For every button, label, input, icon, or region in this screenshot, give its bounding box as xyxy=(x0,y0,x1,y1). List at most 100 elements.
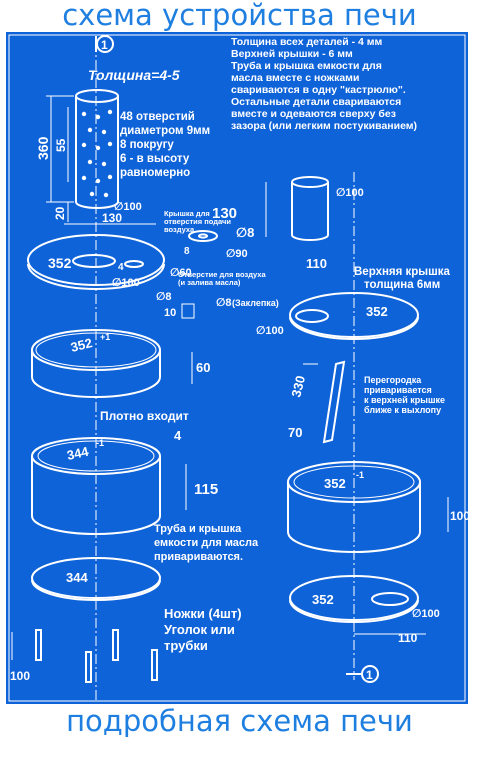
svg-text:Ножки (4шт): Ножки (4шт) xyxy=(164,606,242,621)
dim-60-ring: 60 xyxy=(196,360,210,375)
dim-130-cover: 130 xyxy=(212,205,237,222)
right-bottom-disc xyxy=(289,575,419,623)
svg-text:емкости для масла: емкости для масла xyxy=(154,537,259,549)
diagram-sheet: 1 Толщина=4-5 Толщина всех деталей - 4 м… xyxy=(6,32,468,704)
svg-text:толщина 6мм: толщина 6мм xyxy=(364,279,440,291)
ring-352 xyxy=(31,329,161,398)
dim-90-cover: ∅90 xyxy=(226,248,248,260)
exhaust-pipe xyxy=(291,176,329,241)
svg-text:55: 55 xyxy=(54,138,68,152)
svg-text:равномерно: равномерно xyxy=(120,167,190,179)
lid-disc xyxy=(27,234,165,290)
svg-text:1: 1 xyxy=(366,668,373,682)
holes-note: 48 отверстий диаметром 9мм 8 покругу 6 -… xyxy=(120,111,210,179)
sup-ring: +1 xyxy=(100,332,110,342)
svg-text:масла вместе с ножками: масла вместе с ножками xyxy=(231,72,359,84)
dim-100-top: ∅100 xyxy=(256,325,284,337)
svg-text:Труба и крышка: Труба и крышка xyxy=(154,523,242,535)
pipe-height-dims: 360 55 20 xyxy=(35,95,74,222)
svg-text:1: 1 xyxy=(101,38,108,52)
weld-note: Труба и крышка емкости для масла привари… xyxy=(154,523,259,563)
dim-352-ring: 352 xyxy=(69,335,94,355)
dim-115: 115 xyxy=(194,481,218,498)
svg-text:48 отверстий: 48 отверстий xyxy=(120,111,195,123)
dim-100-exhaust: ∅100 xyxy=(336,187,364,199)
marker-1-bottom: 1 xyxy=(346,665,379,683)
dim-100-lid: ∅100 xyxy=(112,277,140,289)
dim-70: 70 xyxy=(288,425,302,440)
dim-8-height: 8 xyxy=(184,246,190,257)
svg-text:Верхняя крышка: Верхняя крышка xyxy=(354,266,450,278)
svg-text:Крышка для: Крышка для xyxy=(164,209,210,218)
legs-note: Ножки (4шт) Уголок или трубки xyxy=(164,606,242,653)
dim-4-lid: 4 xyxy=(118,262,124,273)
partition-plate xyxy=(322,360,346,444)
svg-text:отверстия подачи: отверстия подачи xyxy=(164,217,231,226)
dim-8-hole: ∅8 xyxy=(156,291,172,303)
svg-text:зазора (или легким постукивани: зазора (или легким постукиванием) xyxy=(231,120,417,132)
bottom-disc xyxy=(31,557,161,601)
dim-100-rbot: ∅100 xyxy=(412,608,440,620)
dim-4-wall: 4 xyxy=(174,428,182,443)
general-note: Толщина всех деталей - 4 мм Верхней крыш… xyxy=(231,36,417,132)
air-cover xyxy=(188,230,218,242)
legs xyxy=(35,629,158,683)
thickness-label: Толщина=4-5 xyxy=(88,67,180,83)
cylinder-344 xyxy=(31,437,161,535)
svg-text:приваривается: приваривается xyxy=(364,385,432,395)
air-hole-note: Отверстие для воздуха (и залива масла) xyxy=(178,270,266,287)
dim-330: 330 xyxy=(288,374,308,399)
right-cylinder xyxy=(287,461,421,553)
sup-rcyl: -1 xyxy=(356,470,364,480)
dim-352-lid: 352 xyxy=(48,255,72,271)
svg-text:привариваются.: привариваются. xyxy=(154,551,243,563)
dim-344-bottom: 344 xyxy=(66,570,88,585)
svg-text:к верхней крышке: к верхней крышке xyxy=(364,395,445,405)
dim-352-rcyl: 352 xyxy=(324,476,346,491)
frame xyxy=(8,34,466,702)
tight-fit-label: Плотно входит xyxy=(100,409,189,423)
sup-ring2: -1 xyxy=(96,438,104,448)
svg-text:Труба и крышка емкости для: Труба и крышка емкости для xyxy=(231,60,382,72)
svg-text:диаметром 9мм: диаметром 9мм xyxy=(120,125,210,137)
plug-label: (Заклепка) xyxy=(232,298,279,308)
top-cover xyxy=(289,292,419,340)
partition-note: Перегородка приваривается к верхней крыш… xyxy=(364,375,445,415)
perforated-pipe xyxy=(75,89,119,209)
dim-100-leg: 100 xyxy=(10,669,30,683)
dim-8-cover: ∅8 xyxy=(236,225,254,240)
svg-text:Верхней крышки - 6 мм: Верхней крышки - 6 мм xyxy=(231,48,353,60)
dim-100-rcyl: 100 xyxy=(450,509,468,523)
dim-10-rivet: 10 xyxy=(164,307,176,319)
dim-344-ring: 344 xyxy=(66,444,91,463)
svg-text:360: 360 xyxy=(35,136,51,160)
furnace-diagram: 1 Толщина=4-5 Толщина всех деталей - 4 м… xyxy=(8,34,468,702)
svg-text:8 покругу: 8 покругу xyxy=(120,139,174,151)
dim-352-rbot: 352 xyxy=(312,592,334,607)
svg-text:трубки: трубки xyxy=(164,638,208,653)
svg-text:6 - в высоту: 6 - в высоту xyxy=(120,153,190,165)
dim-60-lid: ∅60 xyxy=(170,267,192,279)
svg-text:Перегородка: Перегородка xyxy=(364,375,422,385)
svg-text:Остальные детали свариваются: Остальные детали свариваются xyxy=(231,96,401,108)
air-cover-note: Крышка для отверстия подачи воздуха xyxy=(164,209,231,234)
svg-text:ближе к выхлопу: ближе к выхлопу xyxy=(364,405,441,415)
dim-130-lid: 130 xyxy=(102,211,122,225)
svg-text:Уголок или: Уголок или xyxy=(164,622,235,637)
dim-110-bottom: 110 xyxy=(398,631,418,645)
svg-text:(и залива масла): (и залива масла) xyxy=(178,278,241,287)
rivet xyxy=(181,303,195,319)
caption-bottom: подробная схема печи xyxy=(66,704,413,738)
svg-text:свариваются в одну "кастрюлю".: свариваются в одну "кастрюлю". xyxy=(231,84,406,96)
dim-8-rivet: ∅8 xyxy=(216,297,232,309)
caption-top: схема устройства печи xyxy=(62,0,417,32)
svg-text:Отверстие для воздуха: Отверстие для воздуха xyxy=(178,270,266,279)
svg-text:вместе и одеваются сверху без: вместе и одеваются сверху без xyxy=(231,108,396,120)
dim-352-top: 352 xyxy=(366,304,388,319)
svg-text:20: 20 xyxy=(53,206,67,220)
dim-110-top: 110 xyxy=(306,256,327,271)
svg-text:Толщина всех деталей - 4 мм: Толщина всех деталей - 4 мм xyxy=(231,36,383,48)
marker-1-top: 1 xyxy=(95,35,114,53)
pipe-diameter: ∅100 xyxy=(114,201,142,213)
top-cover-note: Верхняя крышка толщина 6мм xyxy=(354,266,450,291)
